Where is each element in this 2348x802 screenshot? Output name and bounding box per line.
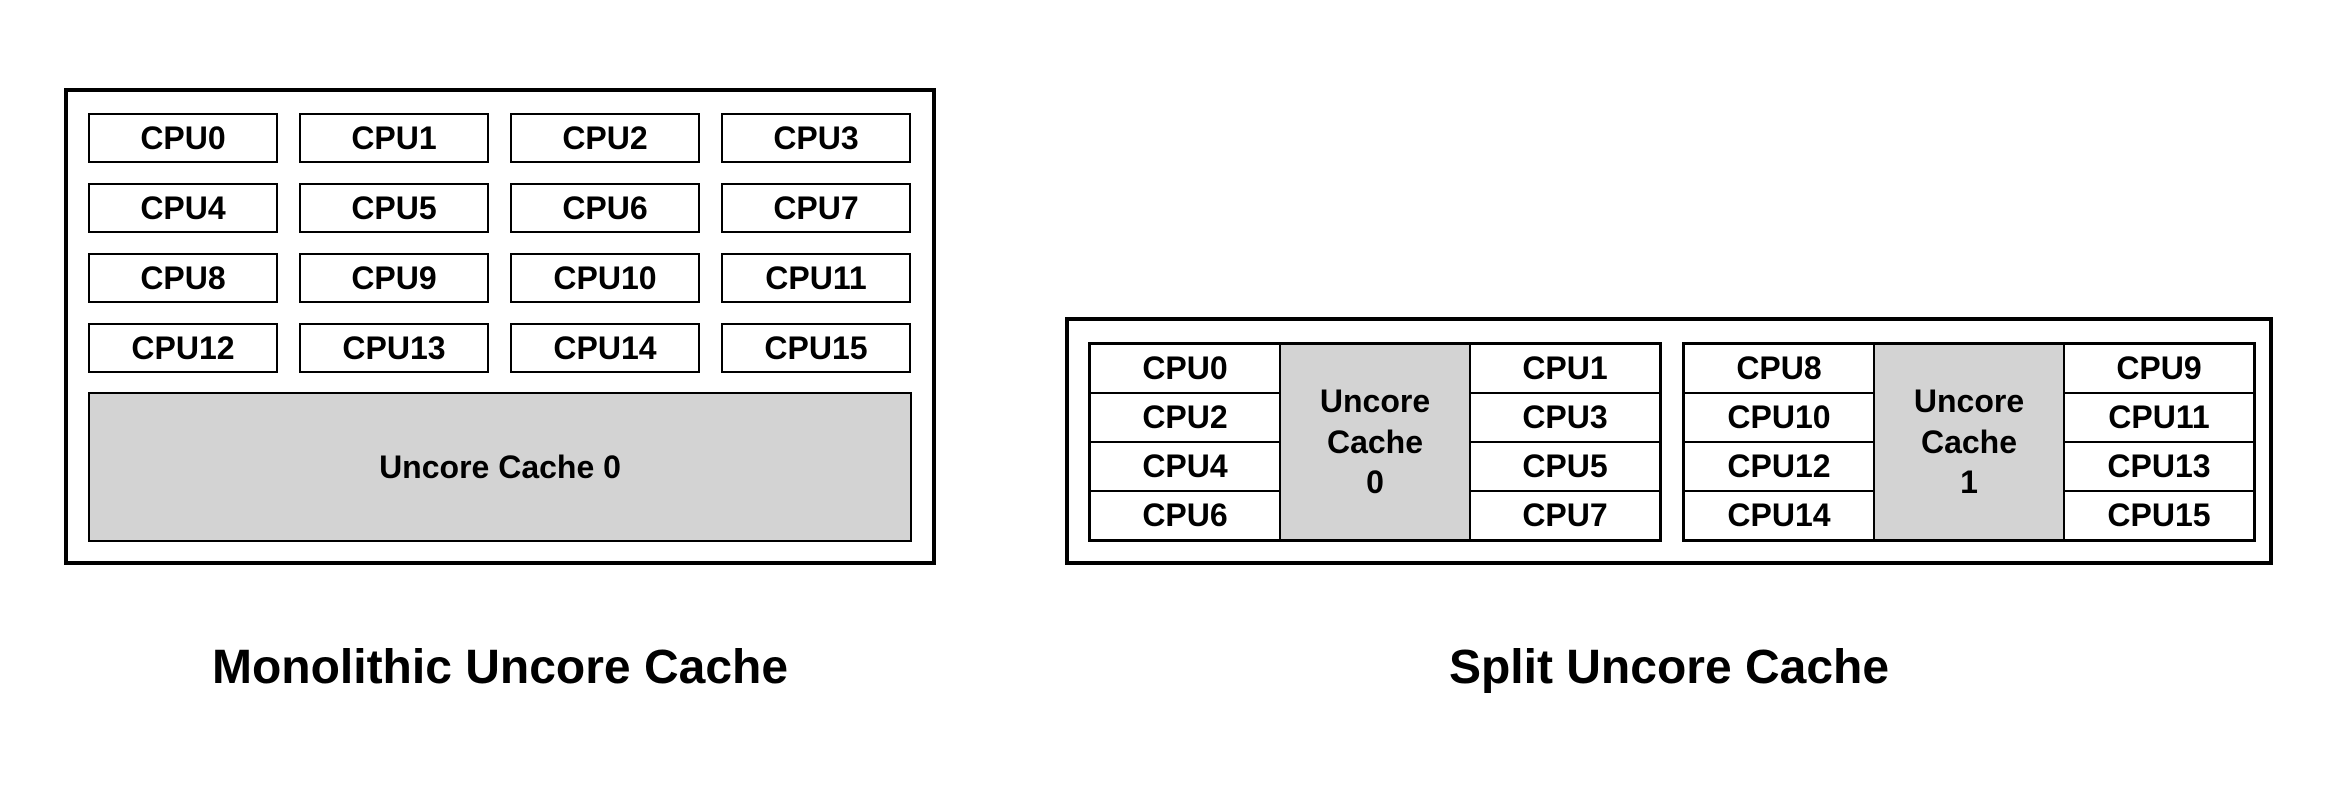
- cluster-0: CPU0 CPU2 CPU4 CPU6 Uncore Cache 0 CPU1 …: [1088, 342, 1662, 542]
- split-uncore-diagram: CPU0 CPU2 CPU4 CPU6 Uncore Cache 0 CPU1 …: [1065, 317, 2273, 565]
- cpu-cell: CPU14: [1684, 491, 1874, 540]
- cpu-cell: CPU15: [2064, 491, 2254, 540]
- cpu-box: CPU3: [721, 113, 911, 163]
- cpu-cell: CPU6: [1090, 491, 1280, 540]
- cpu-box: CPU6: [510, 183, 700, 233]
- cpu-box: CPU1: [299, 113, 489, 163]
- cpu-box: CPU0: [88, 113, 278, 163]
- uncore-cache-0-cell: Uncore Cache 0: [1280, 344, 1470, 540]
- monolithic-caption: Monolithic Uncore Cache: [211, 641, 789, 694]
- monolithic-uncore-diagram: CPU0 CPU1 CPU2 CPU3 CPU4 CPU5 CPU6 CPU7 …: [64, 88, 936, 565]
- cpu-box: CPU13: [299, 323, 489, 373]
- cluster-1: CPU8 CPU10 CPU12 CPU14 Uncore Cache 1 CP…: [1682, 342, 2256, 542]
- cpu-box: CPU12: [88, 323, 278, 373]
- cache-label-line: Cache: [1920, 423, 2018, 460]
- cpu-cell: CPU10: [1684, 393, 1874, 442]
- cpu-cell: CPU11: [2064, 393, 2254, 442]
- cpu-grid: CPU0 CPU1 CPU2 CPU3 CPU4 CPU5 CPU6 CPU7 …: [88, 113, 912, 373]
- cpu-box: CPU15: [721, 323, 911, 373]
- cache-label-line: 1: [1960, 464, 1978, 501]
- cache-label-line: Cache: [1326, 423, 1424, 460]
- cpu-box: CPU10: [510, 253, 700, 303]
- cpu-cell: CPU12: [1684, 442, 1874, 491]
- cpu-box: CPU2: [510, 113, 700, 163]
- cpu-box: CPU14: [510, 323, 700, 373]
- split-caption: Split Uncore Cache: [1448, 641, 1890, 694]
- cpu-cell: CPU1: [1470, 344, 1660, 393]
- cpu-box: CPU7: [721, 183, 911, 233]
- cpu-box: CPU8: [88, 253, 278, 303]
- cpu-cell: CPU4: [1090, 442, 1280, 491]
- cpu-cell: CPU9: [2064, 344, 2254, 393]
- cpu-box: CPU5: [299, 183, 489, 233]
- cpu-cell: CPU13: [2064, 442, 2254, 491]
- cpu-box: CPU11: [721, 253, 911, 303]
- cache-label-line: 0: [1366, 464, 1384, 501]
- cpu-cell: CPU8: [1684, 344, 1874, 393]
- cpu-box: CPU4: [88, 183, 278, 233]
- cpu-cell: CPU0: [1090, 344, 1280, 393]
- uncore-cache-0-box: Uncore Cache 0: [88, 392, 912, 542]
- cpu-cell: CPU3: [1470, 393, 1660, 442]
- cache-label-line: Uncore: [1913, 382, 2025, 419]
- uncore-cache-1-cell: Uncore Cache 1: [1874, 344, 2064, 540]
- cpu-cell: CPU7: [1470, 491, 1660, 540]
- cpu-cell: CPU2: [1090, 393, 1280, 442]
- cpu-cell: CPU5: [1470, 442, 1660, 491]
- cpu-box: CPU9: [299, 253, 489, 303]
- cache-label-line: Uncore: [1319, 382, 1431, 419]
